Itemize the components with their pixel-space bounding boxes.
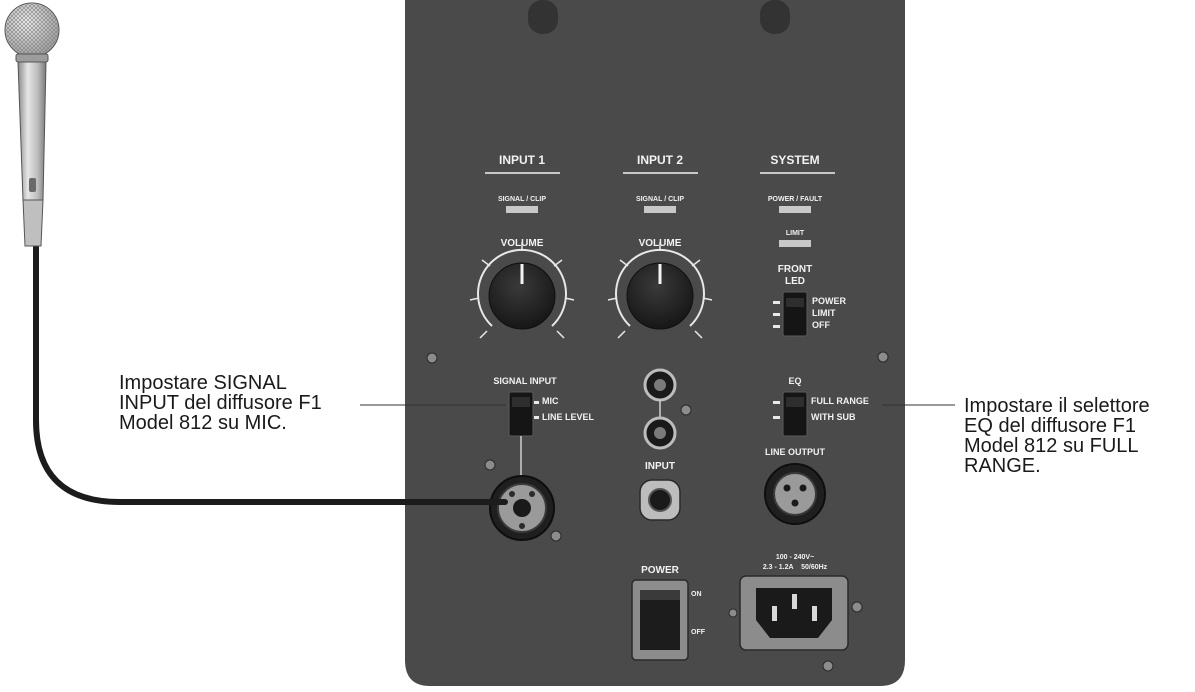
panel-screws — [426, 351, 889, 672]
rca-jack-top-inner — [654, 379, 666, 391]
screw-icon — [680, 404, 692, 416]
line-output-label: LINE OUTPUT — [765, 447, 826, 457]
front-led-switch-lever — [786, 298, 804, 307]
combo-jack-pin — [529, 491, 535, 497]
power-switch[interactable] — [631, 579, 689, 661]
power-fault-led — [779, 206, 811, 213]
xlr-jack-pin — [799, 484, 807, 492]
top-handle-right — [760, 0, 790, 34]
microphone-icon — [4, 2, 60, 247]
signal-input-switch-lever — [512, 397, 530, 407]
microphone-cable — [33, 241, 508, 505]
combo-jack-center — [513, 499, 531, 517]
combo-jack-pin — [509, 491, 515, 497]
section-input1-label: INPUT 1 — [499, 153, 545, 167]
microphone-tail — [22, 199, 44, 247]
signal-input-switch[interactable] — [508, 391, 534, 437]
input1-volume-knob-cap — [488, 262, 556, 330]
input2-signal-clip-label: SIGNAL / CLIP — [636, 196, 684, 203]
input1-volume-knob[interactable] — [469, 242, 575, 339]
xlr-jack-face — [773, 472, 817, 516]
line-output-xlr-jack[interactable] — [764, 463, 826, 525]
xlr-jack-pin — [791, 499, 799, 507]
front-led-option-power: POWER — [812, 296, 847, 306]
screw-icon — [484, 459, 496, 471]
iec-inlet-socket — [756, 588, 832, 638]
right-callout-text: Impostare il selettore EQ del diffusore … — [964, 395, 1150, 477]
front-led-option-off: OFF — [812, 320, 830, 330]
mains-rating-line2: 2.3 - 1.2A 50/60Hz — [763, 564, 828, 571]
power-fault-label: POWER / FAULT — [768, 196, 823, 203]
limit-led — [779, 240, 811, 247]
power-switch-rocker-top — [640, 590, 680, 600]
signal-input-title: SIGNAL INPUT — [493, 376, 557, 386]
screw-icon — [550, 530, 562, 542]
power-on-label: ON — [691, 591, 702, 598]
iec-power-inlet[interactable] — [739, 575, 849, 651]
left-callout-text: Impostare SIGNAL INPUT del diffusore F1 … — [119, 372, 322, 434]
combo-jack-pin — [519, 523, 525, 529]
input1-volume-ticks — [469, 242, 575, 339]
power-off-label: OFF — [691, 629, 706, 636]
section-system-label: SYSTEM — [770, 153, 819, 167]
front-led-title-line1: FRONT — [778, 264, 812, 275]
input2-volume-knob[interactable] — [607, 242, 713, 339]
eq-switch-lever — [786, 397, 804, 407]
input2-volume-knob-cap — [626, 262, 694, 330]
rca-jack-bottom-inner — [654, 427, 666, 439]
eq-option-with-sub: WITH SUB — [811, 412, 856, 422]
signal-input-ticks — [534, 401, 539, 419]
screw-icon — [851, 601, 863, 613]
iec-inlet-pin — [812, 606, 817, 621]
section-input2-label: INPUT 2 — [637, 153, 683, 167]
combo-input-jack[interactable] — [489, 475, 555, 541]
front-led-ticks — [773, 301, 780, 328]
screw-icon — [426, 352, 438, 364]
eq-option-full-range: FULL RANGE — [811, 396, 869, 406]
input1-signal-clip-label: SIGNAL / CLIP — [498, 196, 546, 203]
power-title: POWER — [641, 565, 680, 576]
screw-icon — [822, 660, 834, 672]
signal-input-option-line-level: LINE LEVEL — [542, 412, 595, 422]
iec-inlet-pin — [792, 594, 797, 609]
limit-label: LIMIT — [786, 230, 805, 237]
front-led-switch[interactable] — [782, 291, 808, 337]
rca-input-jacks[interactable] — [643, 368, 677, 450]
input-jack-label: INPUT — [645, 461, 675, 472]
quarter-inch-jack-hole — [648, 488, 672, 512]
screw-icon — [728, 608, 738, 618]
microphone-ring — [15, 53, 49, 63]
xlr-jack-pin — [783, 484, 791, 492]
eq-title: EQ — [788, 376, 801, 386]
input1-signal-clip-led — [506, 206, 538, 213]
signal-input-option-mic: MIC — [542, 396, 559, 406]
front-led-title-line2: LED — [785, 276, 805, 287]
eq-switch[interactable] — [782, 391, 808, 437]
input2-volume-ticks — [607, 242, 713, 339]
microphone-grille — [6, 4, 58, 56]
iec-inlet-pin — [772, 606, 777, 621]
top-handle-left — [528, 0, 558, 34]
quarter-inch-input-jack[interactable] — [639, 479, 681, 521]
mains-rating-line1: 100 - 240V~ — [776, 554, 814, 561]
screw-icon — [877, 351, 889, 363]
eq-ticks — [773, 401, 780, 419]
microphone-switch — [29, 178, 36, 192]
input2-signal-clip-led — [644, 206, 676, 213]
front-led-option-limit: LIMIT — [812, 308, 836, 318]
